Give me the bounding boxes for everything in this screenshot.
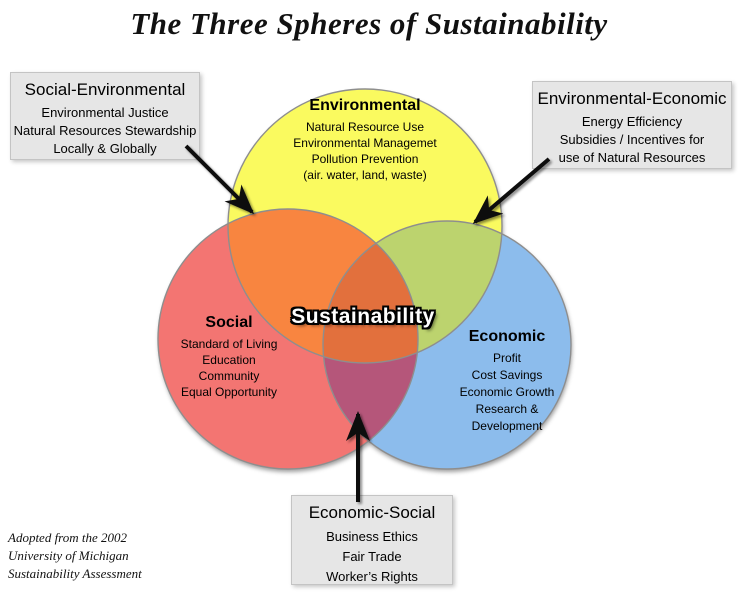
attribution-line: Sustainability Assessment — [8, 566, 142, 581]
attribution: Adopted from the 2002 University of Mich… — [8, 529, 142, 583]
economic-label: Economic Profit Cost Savings Economic Gr… — [460, 328, 555, 435]
environmental-item: Natural Resource Use — [305, 120, 425, 134]
social-environmental-arrow — [184, 144, 255, 215]
economic-circle-outline — [322, 220, 572, 470]
economic-social-overlap — [323, 221, 418, 469]
social-item: Standard of Living — [180, 337, 278, 351]
circle-outlines — [157, 88, 572, 470]
environmental-item: (air. water, land, waste) — [303, 168, 427, 182]
diagram-title: The Three Spheres of Sustainability — [130, 6, 608, 41]
environmental-economic-arrow — [472, 157, 551, 224]
environmental-circle — [228, 89, 502, 363]
social-item: Community — [198, 369, 260, 383]
economic-item: Economic Growth — [459, 385, 555, 399]
environmental-heading: Environmental — [309, 97, 421, 114]
environmental-economic-callout-item: Energy Efficiency — [581, 114, 683, 129]
social-environmental-callout-item: Natural Resources Stewardship — [13, 123, 197, 138]
economic-item: Research & — [475, 402, 539, 416]
economic-social-callout-item: Worker’s Rights — [326, 569, 418, 584]
attribution-line: Adopted from the 2002 — [8, 530, 128, 545]
economic-circle — [323, 221, 571, 469]
social-circle — [158, 209, 418, 469]
environmental-item: Environmental Managemet — [293, 136, 437, 150]
social-environmental-callout-heading: Social-Environmental — [24, 80, 186, 99]
social-environmental-callout-item: Locally & Globally — [53, 141, 157, 156]
economic-social-callout-item: Fair Trade — [342, 549, 402, 564]
social-heading: Social — [205, 314, 253, 331]
environmental-economic-callout: Environmental-Economic Energy Efficiency… — [532, 81, 732, 169]
economic-social-callout: Economic-Social Business Ethics Fair Tra… — [291, 495, 453, 585]
economic-item: Profit — [492, 351, 522, 365]
center-overlap — [323, 221, 418, 363]
economic-item: Development — [471, 419, 543, 433]
environmental-economic-overlap — [323, 221, 502, 363]
economic-heading: Economic — [468, 328, 546, 345]
environmental-economic-callout-item: Subsidies / Incentives for — [559, 132, 705, 147]
environmental-economic-callout-heading: Environmental-Economic — [537, 89, 727, 108]
social-circle-outline — [157, 208, 419, 470]
environmental-label: Environmental Natural Resource Use Envir… — [293, 97, 436, 183]
environmental-item: Pollution Prevention — [311, 152, 419, 166]
environmental-circle-outline — [227, 88, 503, 364]
social-item: Equal Opportunity — [180, 385, 278, 399]
social-environmental-overlap — [228, 209, 418, 363]
economic-social-callout-heading: Economic-Social — [308, 503, 436, 522]
economic-item: Cost Savings — [471, 368, 543, 382]
venn-circles — [158, 89, 571, 469]
economic-social-callout-item: Business Ethics — [326, 529, 418, 544]
social-environmental-callout-item: Environmental Justice — [41, 105, 169, 120]
sustainability-label: Sustainability — [291, 305, 435, 328]
social-item: Education — [202, 353, 256, 367]
social-environmental-callout: Social-Environmental Environmental Justi… — [10, 72, 200, 160]
attribution-line: University of Michigan — [8, 548, 129, 563]
social-label: Social Standard of Living Education Comm… — [181, 314, 278, 400]
environmental-economic-callout-item: use of Natural Resources — [558, 150, 706, 165]
